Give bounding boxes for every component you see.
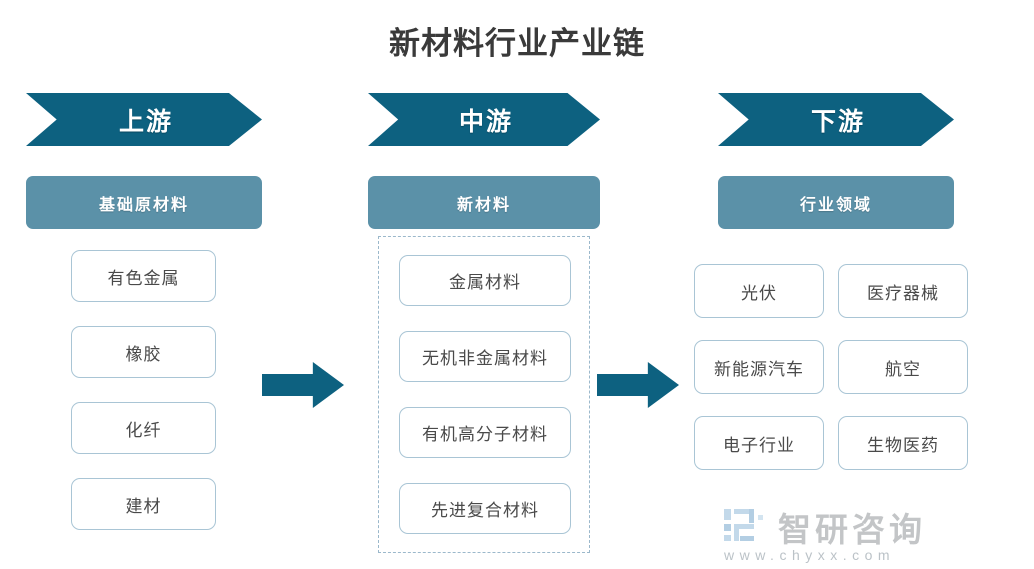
category-header-midstream: 新材料	[368, 176, 600, 229]
stage-banner-midstream-label: 中游	[458, 107, 513, 136]
list-item[interactable]: 生物医药	[838, 416, 968, 470]
stage-banner-upstream: 上游	[26, 93, 262, 146]
list-item[interactable]: 先进复合材料	[399, 483, 571, 534]
list-item[interactable]: 有色金属	[71, 250, 216, 302]
list-item[interactable]: 建材	[71, 478, 216, 530]
arrow-right-icon	[597, 362, 679, 408]
arrow-right-icon	[262, 362, 344, 408]
category-header-downstream-label: 行业领域	[799, 196, 872, 214]
list-item[interactable]: 光伏	[694, 264, 824, 318]
list-item[interactable]: 橡胶	[71, 326, 216, 378]
column-upstream: 上游 基础原材料 有色金属 橡胶 化纤 建材	[26, 0, 262, 569]
midstream-item-list: 金属材料 无机非金属材料 有机高分子材料 先进复合材料	[399, 255, 571, 559]
category-header-upstream: 基础原材料	[26, 176, 262, 229]
upstream-item-list: 有色金属 橡胶 化纤 建材	[71, 250, 216, 554]
list-item[interactable]: 电子行业	[694, 416, 824, 470]
category-header-downstream: 行业领域	[718, 176, 954, 229]
list-item[interactable]: 新能源汽车	[694, 340, 824, 394]
stage-banner-downstream: 下游	[718, 93, 954, 146]
list-item[interactable]: 医疗器械	[838, 264, 968, 318]
list-item[interactable]: 化纤	[71, 402, 216, 454]
list-item[interactable]: 无机非金属材料	[399, 331, 571, 382]
category-header-midstream-label: 新材料	[456, 196, 511, 214]
column-downstream: 下游 行业领域 光伏 医疗器械 新能源汽车 航空 电子行业 生物医药	[694, 0, 968, 569]
list-item[interactable]: 金属材料	[399, 255, 571, 306]
category-header-upstream-label: 基础原材料	[98, 196, 189, 214]
stage-banner-downstream-label: 下游	[810, 107, 865, 136]
midstream-dashed-group: 金属材料 无机非金属材料 有机高分子材料 先进复合材料	[378, 236, 590, 553]
list-item[interactable]: 有机高分子材料	[399, 407, 571, 458]
downstream-item-grid: 光伏 医疗器械 新能源汽车 航空 电子行业 生物医药	[694, 264, 980, 470]
list-item[interactable]: 航空	[838, 340, 968, 394]
column-midstream: 中游 新材料 金属材料 无机非金属材料 有机高分子材料 先进复合材料	[368, 0, 600, 569]
stage-banner-midstream: 中游	[368, 93, 600, 146]
page-title: 新材料行业产业链	[389, 26, 645, 61]
stage-banner-upstream-label: 上游	[118, 107, 173, 136]
